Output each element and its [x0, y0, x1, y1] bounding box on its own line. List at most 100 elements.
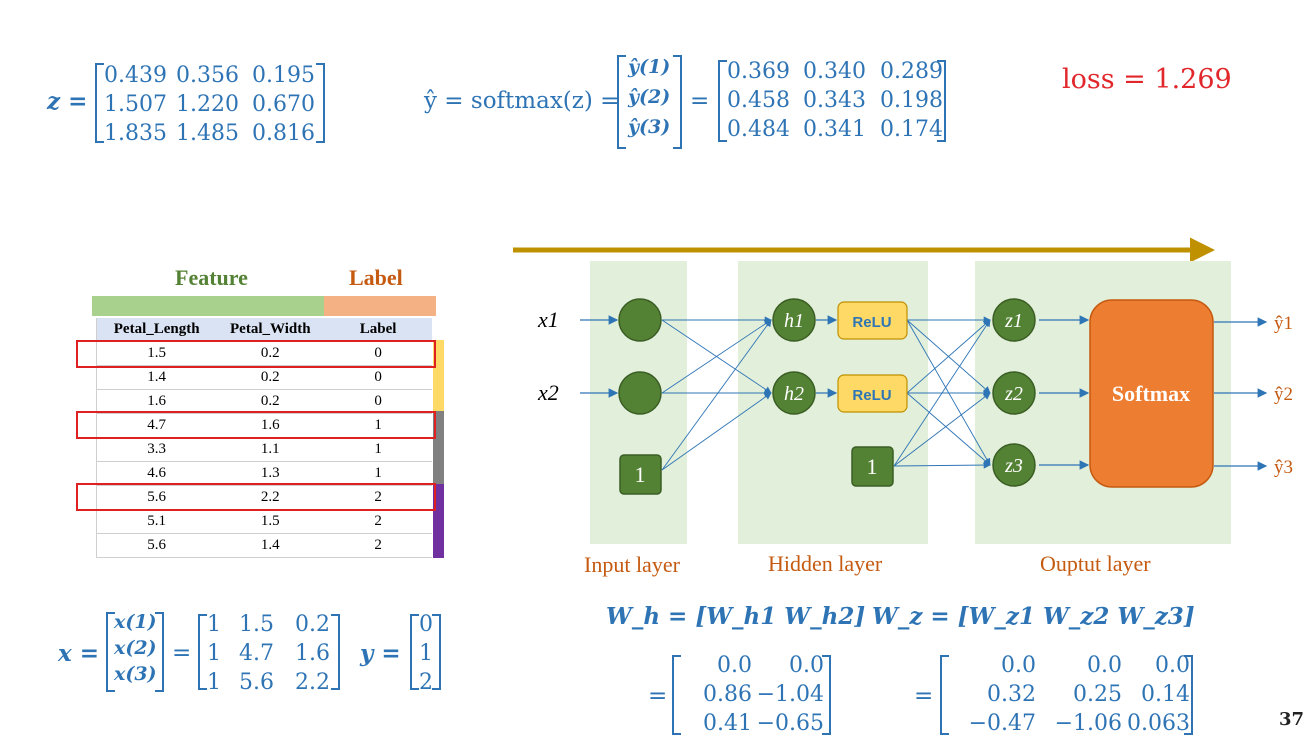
- yhat2-label: ŷ2: [1274, 384, 1293, 405]
- wh-equals: =: [648, 683, 668, 709]
- yhat3-label: ŷ3: [1274, 457, 1293, 478]
- wh-bracket-left: [672, 655, 681, 735]
- x-matrix-cell: 1.6: [295, 641, 330, 666]
- table-cell: 1.5: [216, 509, 325, 534]
- hidden-node-h1: [772, 298, 816, 342]
- hidden-bias-text: 1: [867, 454, 878, 479]
- yhat-matrix-cell: 0.484: [727, 117, 790, 142]
- z-matrix-cell: 0.195: [252, 63, 315, 88]
- z1-label: z1: [1004, 310, 1023, 332]
- wz-matrix-cell: 0.0: [1087, 653, 1122, 678]
- table-cell: 1: [324, 413, 432, 438]
- x-matrix-cell: 2.2: [295, 670, 330, 695]
- yhat-matrix-cell: 0.289: [880, 59, 943, 84]
- class1-strip: [433, 411, 444, 484]
- wh-matrix-cell: −1.04: [756, 682, 824, 707]
- table-cell: 1.5: [96, 341, 217, 366]
- x-row-2: x(2): [114, 637, 157, 659]
- relu-label-2: ReLU: [852, 387, 891, 404]
- z-matrix-cell: 1.485: [176, 121, 239, 146]
- wz-matrix-cell: 0.32: [987, 682, 1036, 707]
- output-node-z3: [992, 443, 1036, 487]
- softmax-label: Softmax: [1112, 381, 1190, 406]
- h2-label: h2: [784, 383, 804, 405]
- wh-label: W_h = [W_h1 W_h2]: [606, 603, 866, 630]
- yhat-matrix-cell: 0.369: [727, 59, 790, 84]
- table-cell: 1.6: [96, 389, 217, 414]
- x-row-1: x(1): [114, 611, 157, 633]
- wh-matrix-cell: −0.65: [756, 711, 824, 736]
- output-layer-label: Ouptut layer: [1040, 551, 1151, 576]
- wz-matrix-cell: 0.063: [1127, 711, 1190, 736]
- z-matrix-cell: 1.220: [176, 92, 239, 117]
- table-cell: 0: [324, 389, 432, 414]
- z-matrix-cell: 0.356: [176, 63, 239, 88]
- wz-bracket-right: [1184, 655, 1193, 735]
- table-cell: 5.1: [96, 509, 217, 534]
- wz-matrix-cell: −0.47: [968, 711, 1036, 736]
- z-matrix-cell: 0.816: [252, 121, 315, 146]
- wz-matrix-cell: 0.25: [1073, 682, 1122, 707]
- z-bracket-left: [95, 63, 104, 143]
- x-row-3: x(3): [114, 663, 157, 685]
- x-matrix-cell: 0.2: [295, 612, 330, 637]
- x-matrix-cell: 1.5: [239, 612, 274, 637]
- table-cell: 1.6: [216, 413, 325, 438]
- table-cell: 3.3: [96, 437, 217, 462]
- input-bias-node: [619, 454, 662, 495]
- hidden-bias-node: [851, 446, 894, 487]
- feature-band: [92, 296, 324, 316]
- input-hidden-edges: [661, 316, 772, 471]
- table-cell: 0: [324, 365, 432, 390]
- z-matrix-cell: 1.507: [104, 92, 167, 117]
- yhat-row-2: ŷ(2): [628, 86, 671, 108]
- label-band: [324, 296, 436, 316]
- yhat-matrix-cell: 0.458: [727, 88, 790, 113]
- y-bracket-left: [410, 614, 419, 690]
- table-cell: 1: [324, 437, 432, 462]
- page-number: 37: [1279, 709, 1305, 730]
- yhat1-label: ŷ1: [1274, 313, 1293, 334]
- x-matrix-cell: 1: [207, 612, 221, 637]
- x-vector: x(1) x(2) x(3): [114, 609, 157, 687]
- x-matrix-cell: 1: [207, 670, 221, 695]
- x2-label: x2: [537, 380, 559, 405]
- table-cell: 1.4: [216, 533, 325, 558]
- yhat-matrix-cell: 0.341: [803, 117, 866, 142]
- wz-bracket-left: [940, 655, 949, 735]
- z-matrix-cell: 0.670: [252, 92, 315, 117]
- input-node-1: [618, 298, 662, 342]
- z3-label: z3: [1004, 455, 1023, 477]
- yhat-row-1: ŷ(1): [628, 56, 671, 78]
- wh-matrix-cell: 0.86: [703, 682, 752, 707]
- hidden-layer-label: Hidden layer: [768, 551, 883, 576]
- col-header-petal-length: Petal_Length: [96, 318, 217, 342]
- y-vector-cell: 2: [419, 670, 433, 695]
- x-vec-bracket-right: [155, 612, 164, 692]
- z-bracket-right: [316, 63, 325, 143]
- output-node-z2: [992, 371, 1036, 415]
- z-label: z =: [47, 88, 88, 115]
- x-bracket-right: [331, 614, 340, 690]
- table-cell: 4.6: [96, 461, 217, 486]
- yhat-bracket-left: [718, 60, 727, 142]
- x-label: x =: [58, 640, 99, 667]
- wh-matrix-cell: 0.0: [717, 653, 752, 678]
- yhat-label: ŷ = softmax(z) =: [424, 88, 620, 114]
- relu-label-1: ReLU: [852, 314, 891, 331]
- y-label: y =: [360, 640, 401, 667]
